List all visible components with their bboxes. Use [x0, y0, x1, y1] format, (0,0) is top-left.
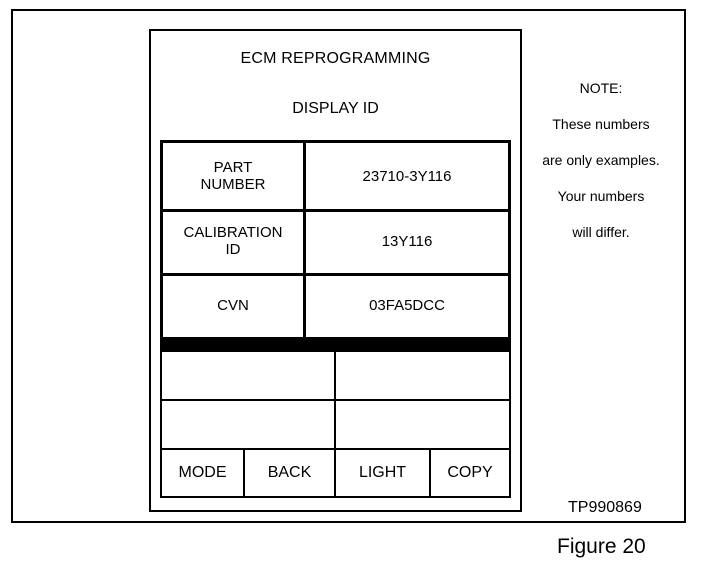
figure-code: TP990869: [568, 499, 642, 516]
blank-cell: [162, 352, 336, 401]
note-line: are only examples.: [542, 152, 660, 168]
function-key-grid: MODE BACK LIGHT COPY: [160, 352, 511, 498]
figure-frame: [11, 9, 686, 523]
calibration-id-label: CALIBRATION ID: [163, 209, 306, 273]
blank-cell: [336, 352, 509, 401]
cvn-value: 03FA5DCC: [369, 296, 445, 314]
blank-cell: [162, 401, 336, 450]
note-line: will differ.: [572, 224, 630, 240]
note-block: NOTE: These numbers are only examples. Y…: [522, 70, 680, 250]
blank-cell: [336, 401, 509, 450]
note-line: Your numbers: [557, 188, 645, 204]
part-number-label: PART NUMBER: [163, 143, 306, 209]
tester-screen: [149, 29, 522, 512]
calibration-id-value: 13Y116: [381, 232, 433, 250]
note-heading: NOTE:: [579, 80, 623, 96]
display-id-table: PART NUMBER 23710-3Y116 CALIBRATION ID 1…: [160, 140, 511, 340]
figure-caption: Figure 20: [557, 535, 646, 558]
copy-button[interactable]: COPY: [447, 464, 493, 481]
screen-divider-bar: [160, 337, 511, 352]
light-button[interactable]: LIGHT: [336, 450, 431, 496]
part-number-value: 23710-3Y116: [362, 167, 452, 185]
back-button[interactable]: BACK: [245, 450, 336, 496]
mode-button[interactable]: MODE: [162, 450, 245, 496]
table-row-part-number: PART NUMBER 23710-3Y116: [163, 143, 508, 212]
table-row-cvn: CVN 03FA5DCC: [163, 273, 508, 337]
screen-title: ECM REPROGRAMMING: [240, 50, 431, 67]
table-row-calibration-id: CALIBRATION ID 13Y116: [163, 209, 508, 276]
screen-subtitle: DISPLAY ID: [292, 100, 379, 117]
cvn-label: CVN: [163, 273, 306, 337]
note-line: These numbers: [552, 116, 650, 132]
